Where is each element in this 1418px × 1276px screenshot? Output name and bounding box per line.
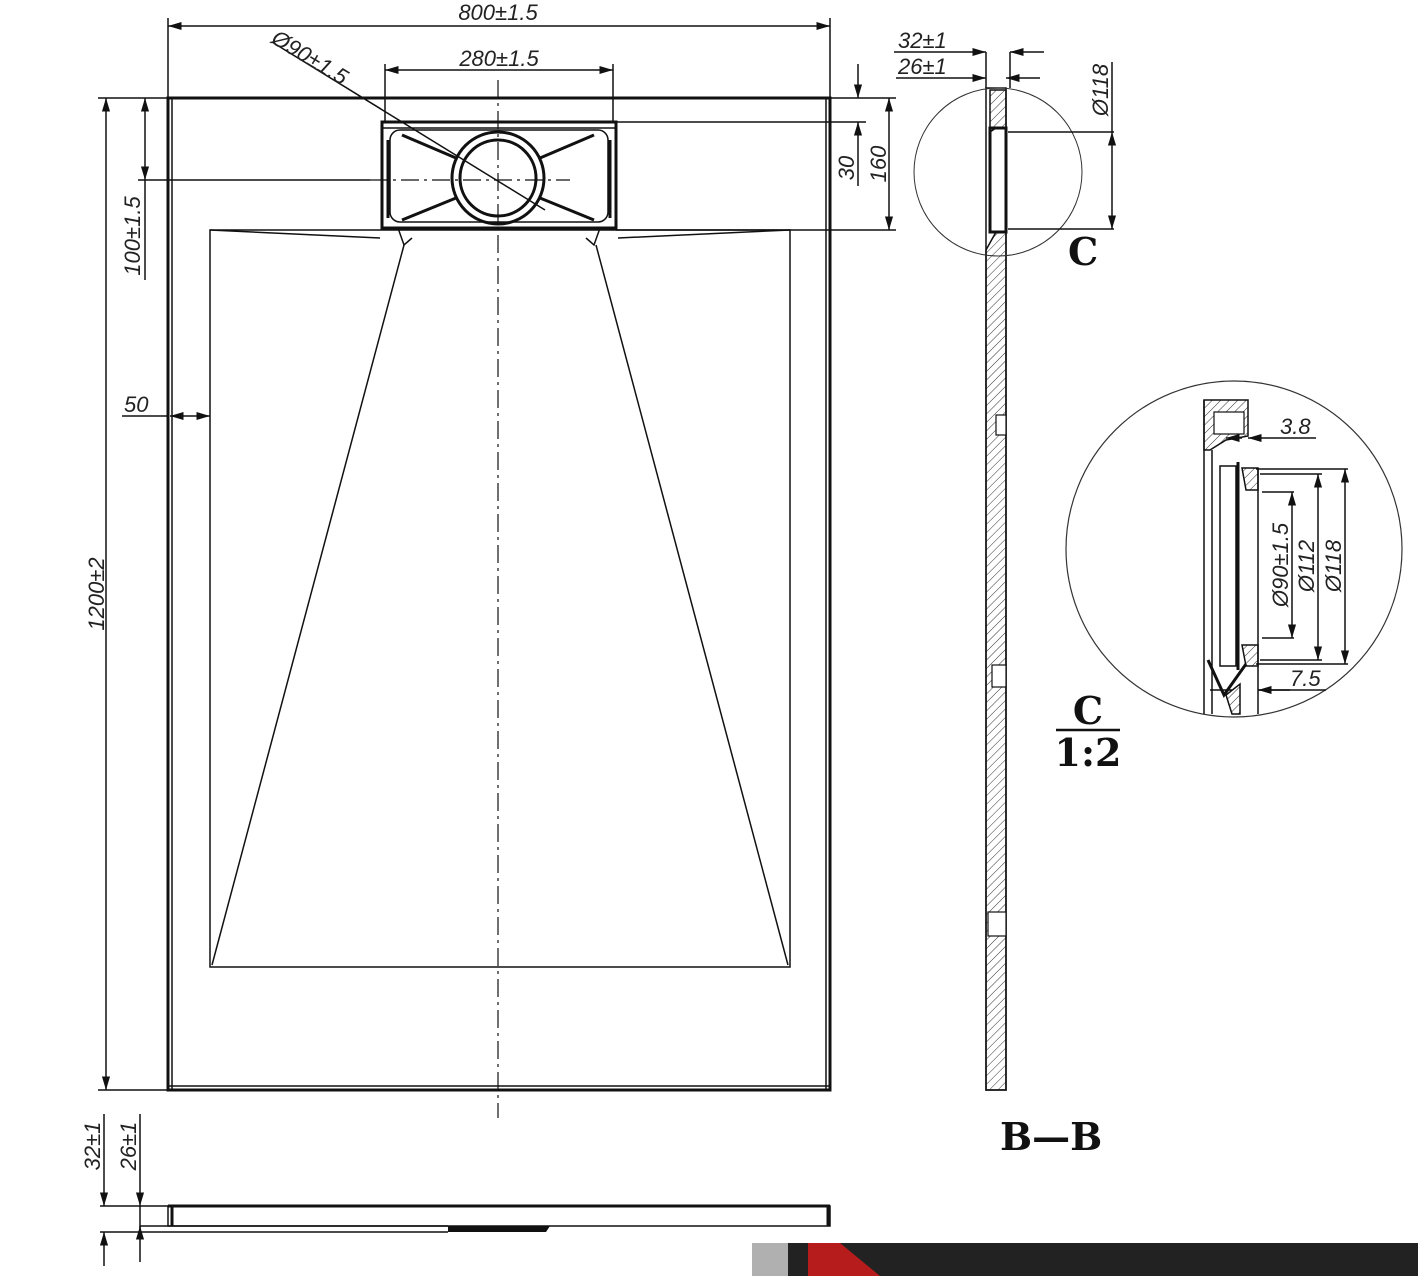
plan-view: 800±1.5 280±1.5 Ø90±1.5 1200±2 100±1.5 5…	[84, 0, 896, 1118]
dim-section-total-thickness: 32±1	[898, 28, 947, 53]
slope-line-right	[595, 244, 789, 966]
dim-drain-outer: Ø118	[1321, 539, 1346, 593]
dim-outlet-diameter: Ø118	[1088, 63, 1113, 117]
dim-drain-offset: 100±1.5	[120, 196, 145, 276]
brand-logo-accent	[808, 1243, 880, 1276]
dim-drain-inner: Ø90±1.5	[1268, 522, 1293, 608]
drain-outer-ring	[450, 130, 546, 226]
dim-overall-length: 1200±2	[84, 557, 109, 630]
dim-overall-width: 800±1.5	[458, 0, 538, 25]
detail-circle-c-marker	[913, 87, 1083, 257]
slope-area	[209, 229, 791, 968]
detail-marker-c: C	[1068, 229, 1098, 274]
dim-drain-offset-top: 30	[834, 155, 859, 180]
dim-drain-diameter: Ø90±1.5	[267, 24, 354, 90]
dim-drain-box-depth: 160	[866, 145, 891, 182]
detail-scale: 1:2	[1055, 730, 1122, 775]
dim-side-total-thickness: 32±1	[80, 1122, 105, 1171]
detail-label: C	[1073, 688, 1103, 733]
slope-line-left	[211, 244, 405, 966]
section-view: C 32±1 26±1 Ø118 B—B	[894, 28, 1117, 1159]
dim-drain-box-width: 280±1.5	[458, 46, 539, 71]
dim-drain-mid: Ø112	[1294, 540, 1319, 593]
detail-circle	[1065, 380, 1403, 718]
dim-lip: 3.8	[1280, 414, 1311, 439]
dim-side-base-thickness: 26±1	[116, 1122, 141, 1172]
section-label: B—B	[1000, 1114, 1102, 1159]
drain-outlet	[448, 1226, 550, 1232]
dim-border-width: 50	[124, 392, 149, 417]
tray-outline	[166, 96, 832, 1092]
dim-flange: 7.5	[1290, 666, 1321, 691]
drain-box	[380, 120, 618, 247]
dim-section-base-thickness: 26±1	[897, 54, 947, 79]
detail-view: 3.8 Ø90±1.5 Ø112 Ø118 7.5 C 1:2	[1055, 380, 1403, 775]
side-view: 32±1 26±1	[80, 1114, 831, 1266]
brand-banner	[752, 1243, 1418, 1276]
